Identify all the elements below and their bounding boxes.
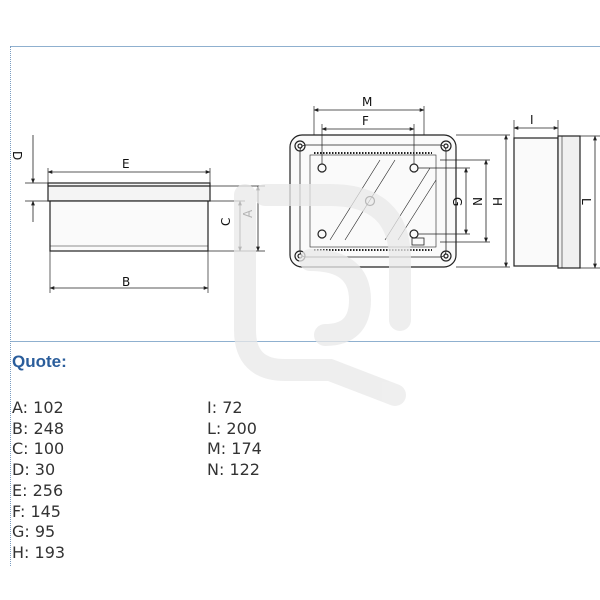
label-i: I (530, 113, 534, 127)
dimension-item: M: 174 (207, 439, 262, 459)
dimension-item: F: 145 (12, 501, 61, 521)
drawing-frame (10, 46, 600, 342)
label-e: E (122, 157, 130, 171)
label-f: F (362, 114, 369, 128)
dimensions-list-left: A: 102 B: 248 C: 100 D: 30 E: 256 F: 145… (12, 398, 65, 564)
label-g: G (450, 197, 464, 206)
label-d: D (10, 151, 24, 160)
dimension-item: E: 256 (12, 480, 64, 500)
side-view (513, 120, 600, 269)
label-n: N (470, 197, 484, 206)
dimension-item: H: 193 (12, 542, 66, 562)
dimension-item: C: 100 (12, 439, 65, 459)
label-c: C (219, 218, 233, 226)
dotted-border (10, 46, 11, 566)
dimension-item: A: 102 (12, 398, 64, 417)
quote-title: Quote: (12, 352, 67, 371)
dimension-item: G: 95 (12, 522, 56, 542)
dimension-item: D: 30 (12, 460, 56, 480)
label-m: M (362, 95, 372, 109)
label-h: H (490, 197, 504, 206)
dimension-item: L: 200 (207, 418, 257, 438)
dimension-item: N: 122 (207, 460, 260, 480)
label-l: L (579, 198, 593, 205)
dimensions-list-right: I: 72 L: 200 M: 174 N: 122 (207, 398, 262, 481)
dimension-item: I: 72 (207, 398, 243, 417)
label-b: B (122, 275, 130, 289)
dimension-item: B: 248 (12, 418, 64, 438)
